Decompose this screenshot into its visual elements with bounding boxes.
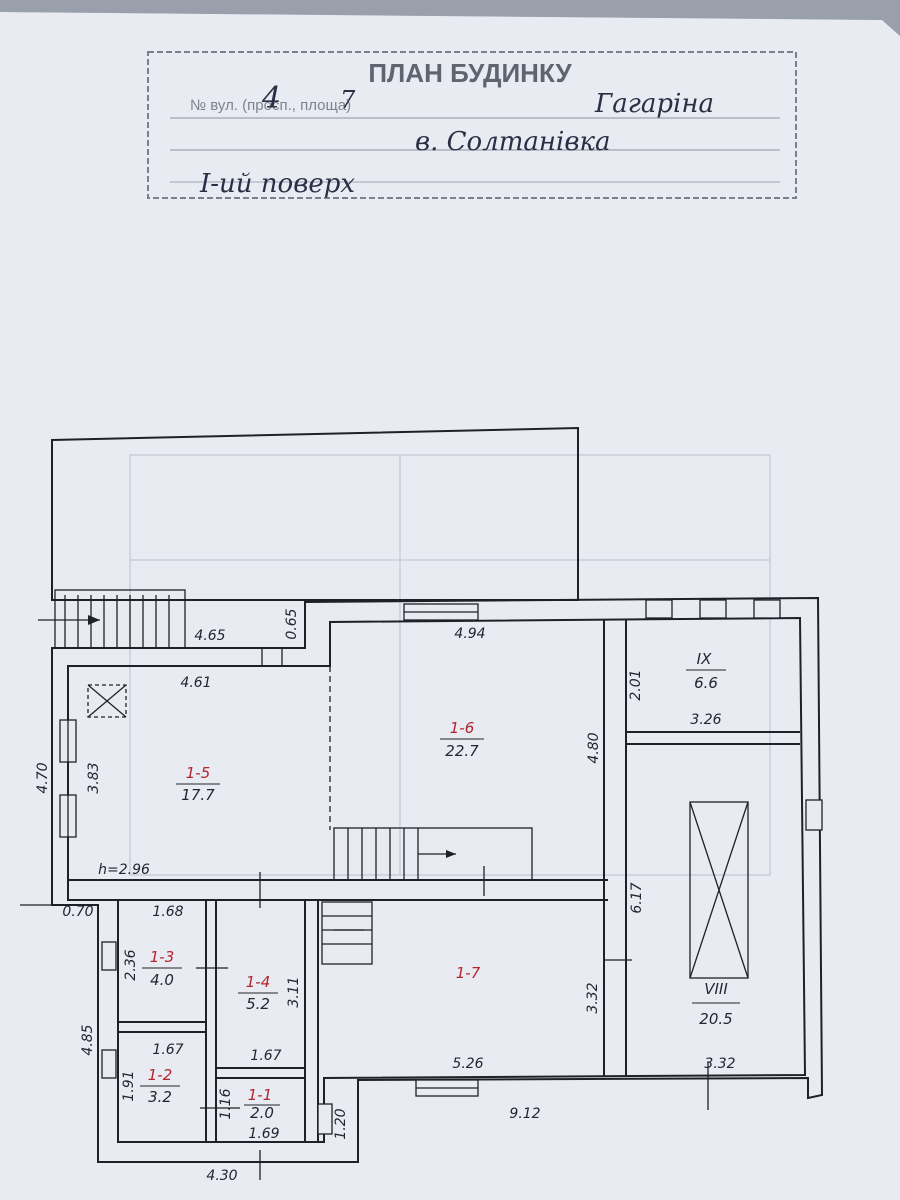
dim-1-67-left: 1.67: [152, 1042, 183, 1058]
room-1-2-area: 3.2: [148, 1088, 172, 1106]
stamp-apt-no: 7: [340, 86, 356, 114]
dim-3-11: 3.11: [286, 976, 302, 1007]
room-ix-id: IX: [697, 650, 712, 668]
stamp-street: Гагаріна: [594, 89, 714, 119]
dim-0-65: 0.65: [284, 608, 300, 639]
room-1-4-id: 1-4: [246, 973, 271, 991]
dim-4-80: 4.80: [586, 732, 602, 763]
stamp-line1-print: № вул. (просп., площа): [190, 97, 351, 114]
room-1-6-id: 1-6: [450, 719, 475, 737]
dim-1-67-right: 1.67: [250, 1048, 281, 1064]
dim-3-83: 3.83: [86, 762, 102, 793]
dim-1-68: 1.68: [152, 904, 183, 920]
dim-4-85: 4.85: [80, 1024, 96, 1055]
walls: [20, 426, 824, 1163]
dim-3-26: 3.26: [690, 712, 721, 728]
room-ix-area: 6.6: [694, 674, 718, 692]
room-1-2-id: 1-2: [148, 1066, 173, 1084]
dim-1-91: 1.91: [121, 1070, 137, 1101]
stamp-title: ПЛАН БУДИНКУ: [368, 58, 572, 88]
dim-9-12: 9.12: [509, 1106, 540, 1122]
dim-4-65: 4.65: [194, 628, 225, 644]
dim-2-36: 2.36: [123, 949, 139, 980]
dim-4-61: 4.61: [180, 675, 211, 691]
room-1-3-area: 4.0: [150, 971, 174, 989]
dim-h-2-96: h=2.96: [98, 862, 150, 878]
stamp-house-no: 4: [261, 81, 281, 116]
dim-4-70: 4.70: [35, 762, 51, 793]
room-viii-id: VIII: [704, 980, 728, 998]
dim-1-16: 1.16: [218, 1088, 234, 1119]
room-1-4-area: 5.2: [246, 995, 270, 1013]
interior-fixtures: [87, 648, 749, 1180]
dim-1-69: 1.69: [248, 1126, 279, 1142]
dim-4-94: 4.94: [454, 626, 485, 642]
room-1-5-area: 17.7: [181, 786, 215, 804]
windows: [59, 599, 823, 1135]
dim-5-26: 5.26: [452, 1056, 483, 1072]
room-1-3-id: 1-3: [150, 948, 175, 966]
stamp-village: в. Солтанівка: [415, 127, 611, 157]
room-1-6-area: 22.7: [445, 742, 479, 760]
room-1-1-id: 1-1: [248, 1086, 273, 1104]
dim-0-70: 0.70: [62, 904, 93, 920]
dim-2-01: 2.01: [628, 669, 644, 700]
dimension-labels: 4.65 0.65 4.94 4.61 4.70 3.83 h=2.96 2.0…: [35, 608, 736, 1184]
stamp-header: ПЛАН БУДИНКУ № вул. (просп., площа) 4 7 …: [147, 51, 797, 199]
room-1-7-id: 1-7: [456, 964, 481, 982]
dim-3-32-vertical: 3.32: [585, 982, 601, 1013]
room-1-5-id: 1-5: [186, 764, 211, 782]
paper-shadow: [0, 0, 900, 36]
room-viii-area: 20.5: [699, 1010, 732, 1028]
room-labels: 1-5 17.7 1-6 22.7 1-7 1-3 4.0 1-4 5.2 1-…: [140, 650, 740, 1122]
room-1-1-area: 2.0: [250, 1104, 274, 1122]
dim-6-17: 6.17: [629, 882, 645, 913]
dim-3-32-horizontal: 3.32: [704, 1056, 735, 1072]
dim-1-20: 1.20: [333, 1108, 349, 1139]
stamp-floor: І-ий поверх: [199, 169, 355, 199]
dim-4-30: 4.30: [206, 1168, 237, 1184]
